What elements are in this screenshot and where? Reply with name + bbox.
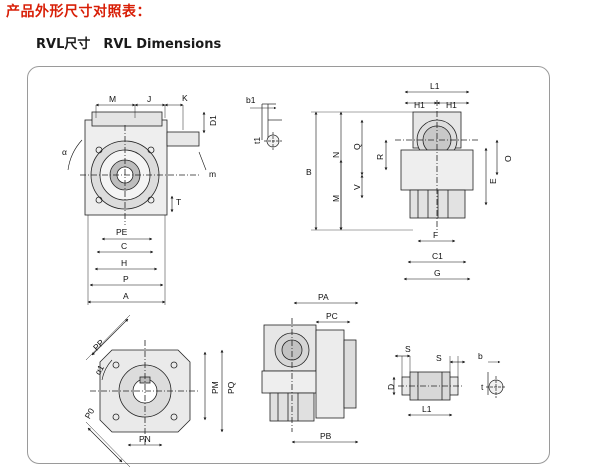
label-t1: t1 — [252, 137, 262, 144]
label-M-side: M — [331, 195, 341, 202]
label-PE: PE — [116, 227, 128, 237]
label-PM: PM — [210, 381, 220, 394]
label-C1: C1 — [432, 251, 443, 261]
side-view-dimensions — [314, 90, 499, 281]
label-V: V — [352, 184, 362, 190]
label-H1-right: H1 — [446, 100, 457, 110]
label-K: K — [182, 93, 188, 103]
flange-side-view — [261, 318, 357, 432]
label-D: D — [386, 384, 396, 390]
label-J: J — [147, 94, 151, 104]
front-view — [80, 105, 200, 305]
flange-view-dimensions — [87, 318, 224, 463]
label-B: B — [306, 167, 312, 177]
label-O: O — [503, 155, 513, 162]
flange-side-labels: PA PC PB — [318, 292, 338, 441]
label-PP: PP — [91, 337, 106, 352]
shaft-key-detail — [250, 103, 282, 150]
label-G: G — [434, 268, 441, 278]
front-view-dimensions — [67, 103, 207, 304]
output-shaft-sleeve — [398, 356, 462, 401]
shaft-key-labels: b1 t1 — [246, 95, 262, 144]
front-view-labels: M J K D1 α m T PE C H P A — [62, 93, 218, 301]
label-m: m — [209, 169, 216, 179]
label-P: P — [123, 274, 129, 284]
label-b1: b1 — [246, 95, 256, 105]
label-PC: PC — [326, 311, 338, 321]
flange-side-dimensions — [291, 301, 359, 444]
label-H1-left: H1 — [414, 100, 425, 110]
label-N: N — [331, 152, 341, 158]
label-Q: Q — [352, 143, 362, 150]
label-PQ: PQ — [226, 381, 236, 394]
label-PB: PB — [320, 431, 332, 441]
label-R: R — [375, 154, 385, 160]
label-S-right: S — [436, 353, 442, 363]
output-shaft-dimensions — [392, 354, 466, 417]
label-F: F — [433, 230, 438, 240]
label-C: C — [121, 241, 127, 251]
section-title: RVL尺寸 RVL Dimensions — [36, 37, 222, 52]
label-M: M — [109, 94, 116, 104]
label-P0: P0 — [83, 406, 97, 420]
label-H: H — [121, 258, 127, 268]
bore-key-labels: b t — [478, 351, 484, 392]
flange-view — [85, 314, 200, 468]
label-E: E — [488, 178, 498, 184]
label-alpha1: α1 — [93, 363, 107, 377]
flange-view-labels: PP α1 PM PQ P0 PN — [83, 337, 236, 444]
output-shaft-labels: S S D L1 — [386, 344, 442, 414]
label-S-left: S — [405, 344, 411, 354]
label-b: b — [478, 351, 483, 361]
side-view — [311, 100, 480, 231]
label-alpha: α — [62, 147, 67, 157]
label-A: A — [123, 291, 129, 301]
label-D1: D1 — [208, 115, 218, 126]
label-PA: PA — [318, 292, 329, 302]
label-L1-sleeve: L1 — [422, 404, 432, 414]
side-view-labels: L1 H1 H1 B N Q R M V O E F C1 G — [306, 81, 513, 278]
label-L1: L1 — [430, 81, 440, 91]
label-t: t — [481, 382, 484, 392]
bore-key-detail — [486, 360, 506, 398]
label-T: T — [176, 197, 181, 207]
label-PN: PN — [139, 434, 151, 444]
page-heading: 产品外形尺寸对照表： — [6, 4, 151, 20]
